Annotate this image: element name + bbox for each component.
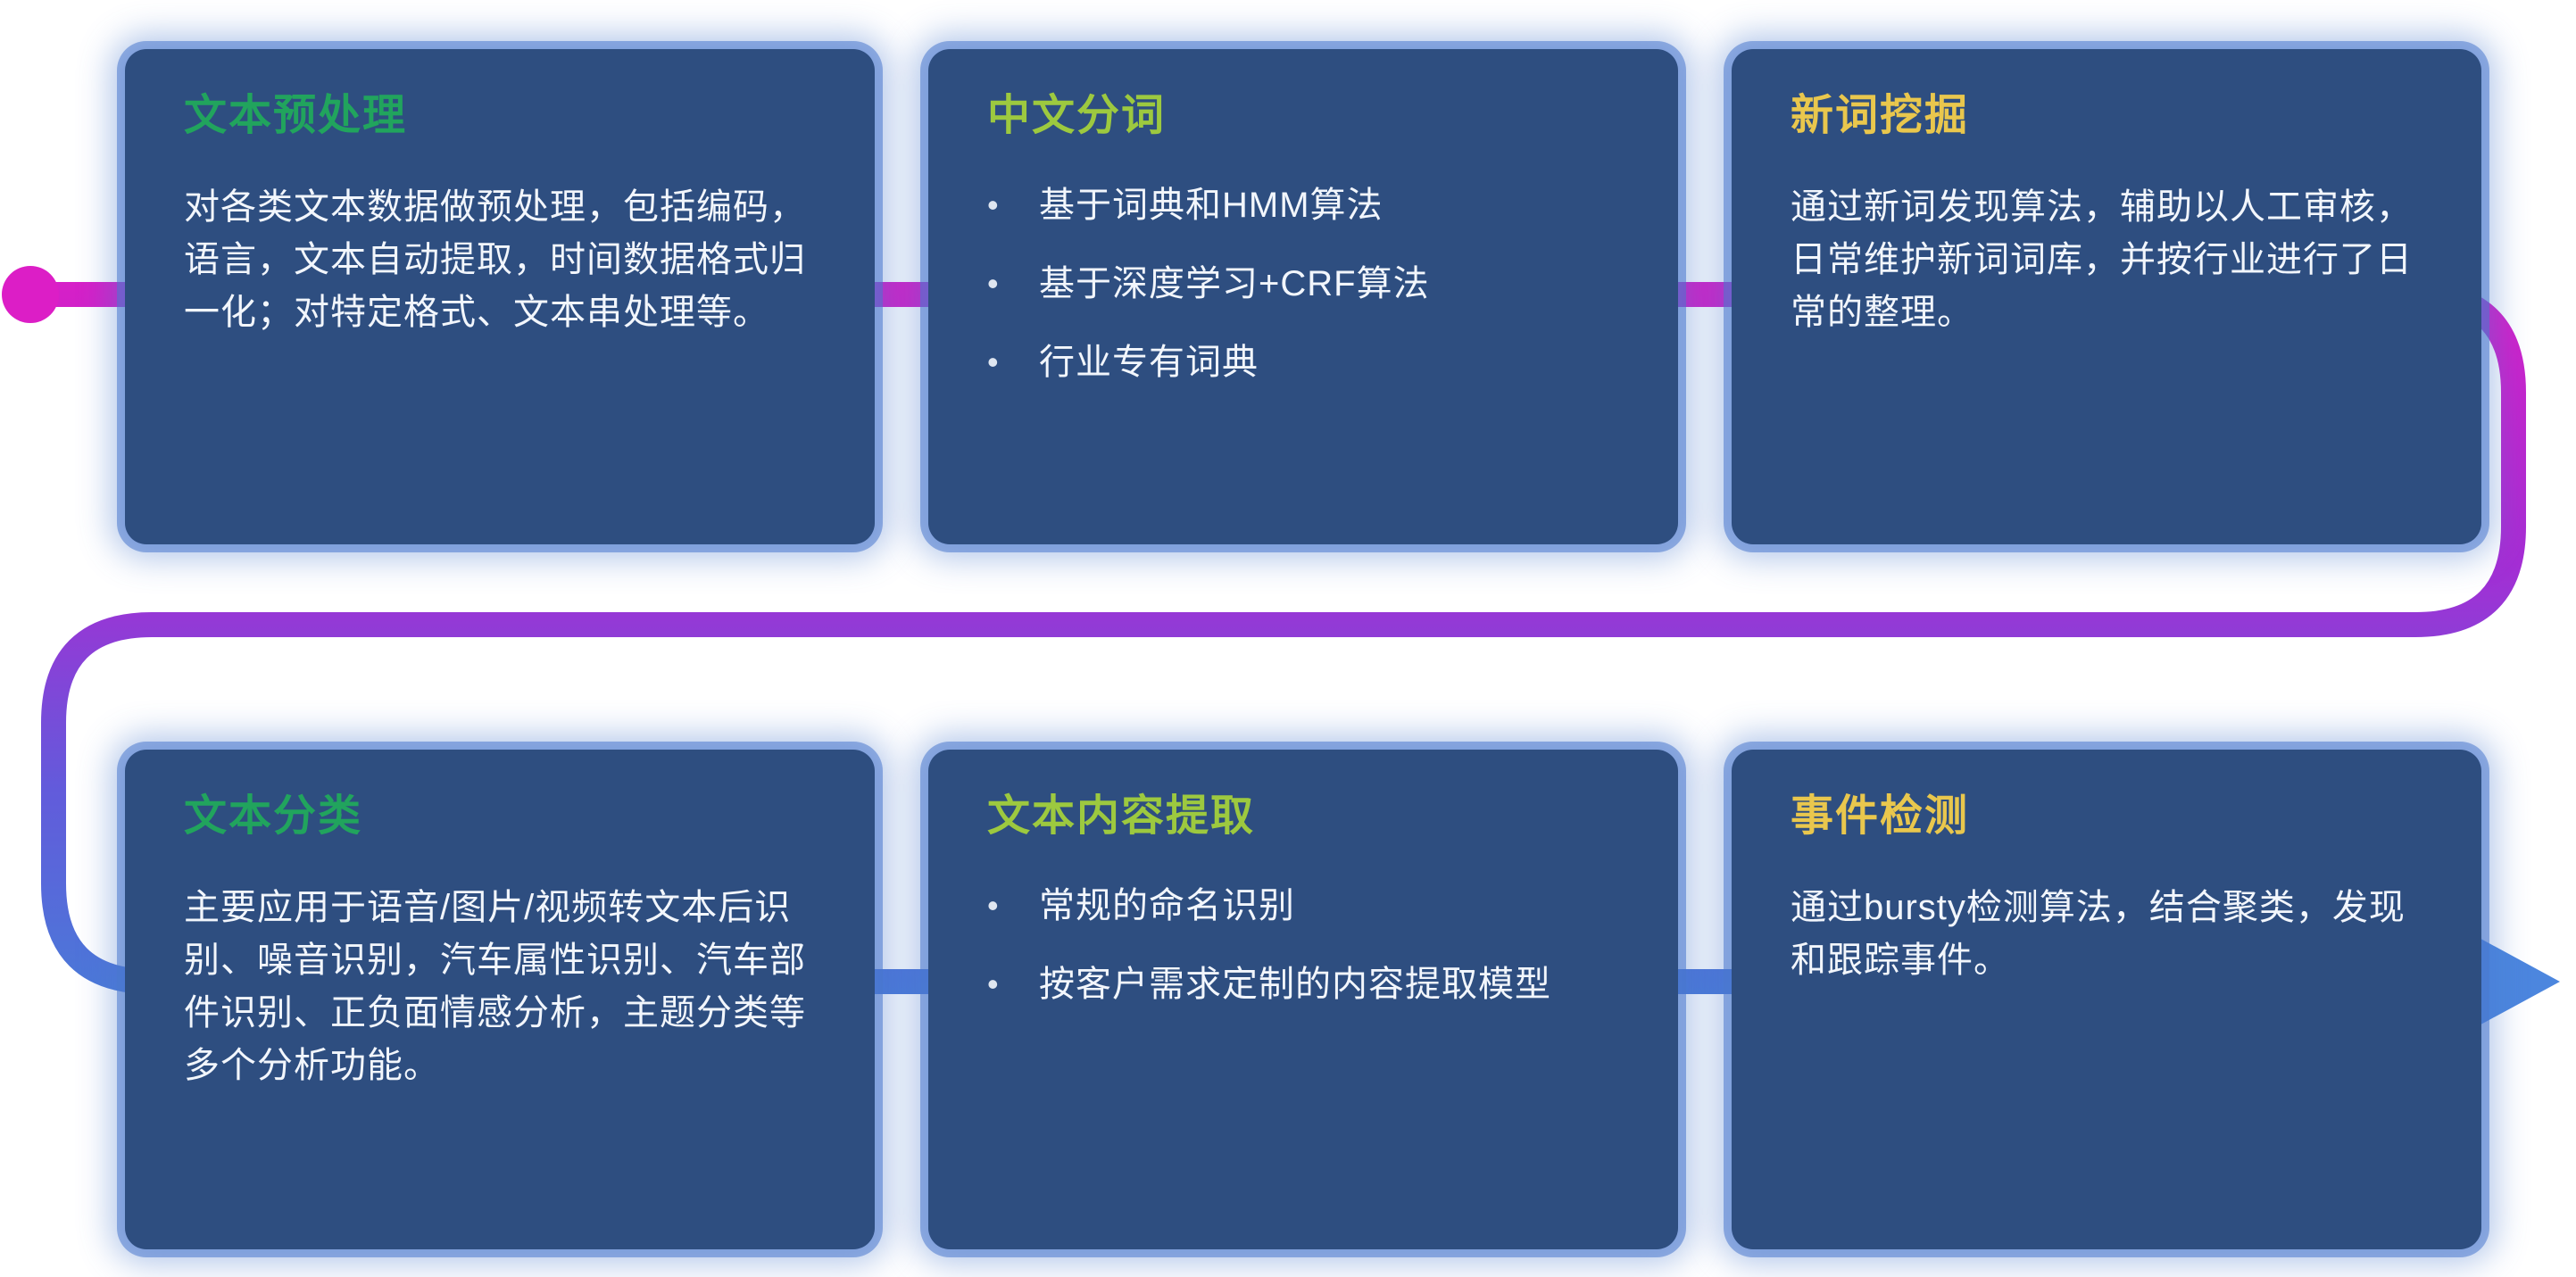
card-title: 文本分类 xyxy=(184,792,363,840)
card-title: 新词挖掘 xyxy=(1791,92,1970,139)
card-chinese-word-segmentation: 中文分词 • 基于词典和HMM算法 • 基于深度学习+CRF算法 • 行业专有词… xyxy=(928,49,1678,544)
card-text-content-extraction: 文本内容提取 • 常规的命名识别 • 按客户需求定制的内容提取模型 xyxy=(928,750,1678,1249)
bullet-item: • 基于词典和HMM算法 xyxy=(987,181,1619,229)
flow-path xyxy=(14,282,2526,994)
card-title: 文本内容提取 xyxy=(987,792,1256,840)
card-body-text: 通过新词发现算法，辅助以人工审核，日常维护新词词库，并按行业进行了日常的整理。 xyxy=(1791,187,2413,332)
card-title: 文本预处理 xyxy=(184,92,408,139)
bullet-icon: • xyxy=(987,343,1000,380)
bullet-icon: • xyxy=(987,886,1000,924)
bullet-text: 按客户需求定制的内容提取模型 xyxy=(1039,964,1551,1004)
card-title: 事件检测 xyxy=(1791,792,1970,840)
card-text-preprocessing: 文本预处理 对各类文本数据做预处理，包括编码，语言，文本自动提取，时间数据格式归… xyxy=(125,49,875,544)
card-event-detection: 事件检测 通过bursty检测算法，结合聚类，发现和跟踪事件。 xyxy=(1732,750,2481,1249)
card-bullet-list: • 基于词典和HMM算法 • 基于深度学习+CRF算法 • 行业专有词典 xyxy=(987,181,1619,386)
card-bullet-list: • 常规的命名识别 • 按客户需求定制的内容提取模型 xyxy=(987,882,1619,1008)
bullet-icon: • xyxy=(987,264,1000,302)
bullet-item: • 按客户需求定制的内容提取模型 xyxy=(987,960,1619,1008)
card-body-text: 主要应用于语音/图片/视频转文本后识别、噪音识别，汽车属性识别、汽车部件识别、正… xyxy=(184,887,806,1086)
bullet-item: • 行业专有词典 xyxy=(987,338,1619,386)
bullet-item: • 基于深度学习+CRF算法 xyxy=(987,260,1619,308)
bullet-text: 行业专有词典 xyxy=(1039,342,1259,382)
bullet-item: • 常规的命名识别 xyxy=(987,882,1619,930)
bullet-text: 基于词典和HMM算法 xyxy=(1039,185,1384,225)
card-title: 中文分词 xyxy=(987,92,1167,139)
bullet-icon: • xyxy=(987,965,1000,1002)
card-body-text: 通过bursty检测算法，结合聚类，发现和跟踪事件。 xyxy=(1791,887,2406,980)
card-text-classification: 文本分类 主要应用于语音/图片/视频转文本后识别、噪音识别，汽车属性识别、汽车部… xyxy=(125,750,875,1249)
card-body-text: 对各类文本数据做预处理，包括编码，语言，文本自动提取，时间数据格式归一化；对特定… xyxy=(184,187,806,332)
bullet-text: 基于深度学习+CRF算法 xyxy=(1039,263,1430,303)
flow-start-dot-icon xyxy=(2,266,59,323)
card-new-word-mining: 新词挖掘 通过新词发现算法，辅助以人工审核，日常维护新词词库，并按行业进行了日常… xyxy=(1732,49,2481,544)
bullet-icon: • xyxy=(987,186,1000,223)
bullet-text: 常规的命名识别 xyxy=(1039,885,1295,925)
flow-arrow-icon xyxy=(2474,935,2560,1028)
